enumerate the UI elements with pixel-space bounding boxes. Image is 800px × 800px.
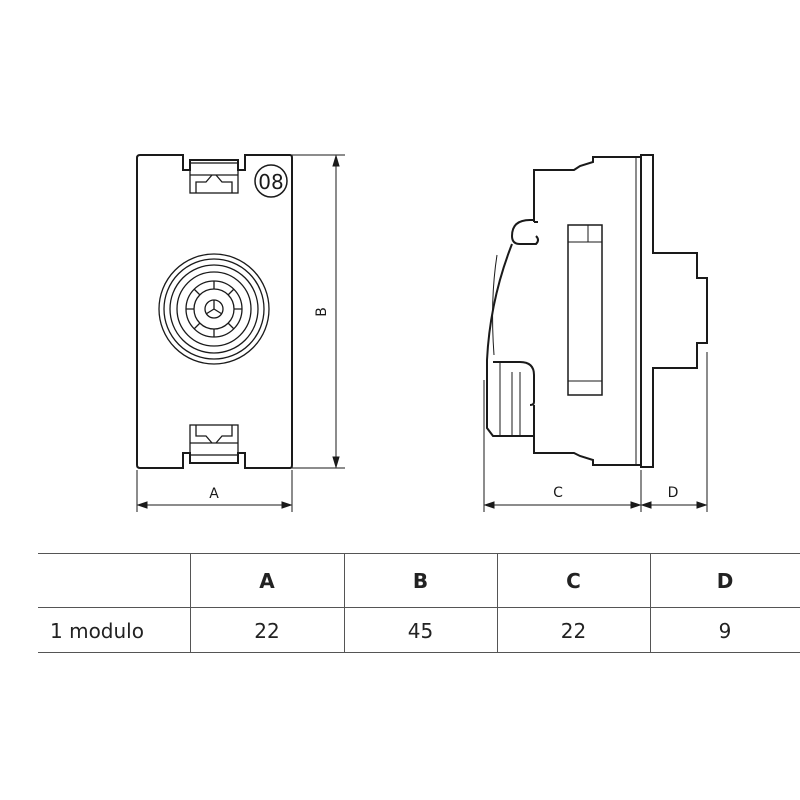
dimension-a	[136, 470, 293, 512]
front-view: 08 B A	[136, 154, 345, 512]
table-cell-d: 9	[718, 619, 732, 643]
table-row-label: 1 modulo	[50, 619, 144, 643]
top-clip	[189, 162, 239, 194]
table-divider	[38, 553, 800, 554]
table-divider	[497, 553, 498, 652]
dimension-c-label: C	[553, 485, 563, 501]
dimension-c-d	[483, 352, 708, 512]
coaxial-connector	[158, 253, 270, 365]
table-header-c: C	[566, 569, 581, 593]
table-header-b: B	[412, 569, 429, 593]
table-divider	[190, 553, 191, 652]
side-view: C D	[483, 154, 708, 512]
table-divider	[38, 652, 800, 653]
dimension-b-label: B	[314, 307, 330, 317]
table-header-d: D	[716, 569, 734, 593]
table-divider	[650, 553, 651, 652]
dimension-d-label: D	[668, 485, 679, 501]
table-cell-a: 22	[254, 619, 280, 643]
dimension-b	[292, 154, 345, 469]
table-cell-c: 22	[560, 619, 587, 643]
bottom-clip	[189, 424, 239, 456]
technical-drawing: 08 B A	[136, 154, 708, 512]
module-badge-circle	[254, 164, 288, 198]
table-divider	[344, 553, 345, 652]
module-badge: 08	[258, 170, 283, 194]
table-header-a: A	[259, 569, 275, 593]
table-cell-b: 45	[407, 619, 434, 643]
dimension-a-label: A	[209, 486, 219, 502]
table-divider	[38, 607, 800, 608]
